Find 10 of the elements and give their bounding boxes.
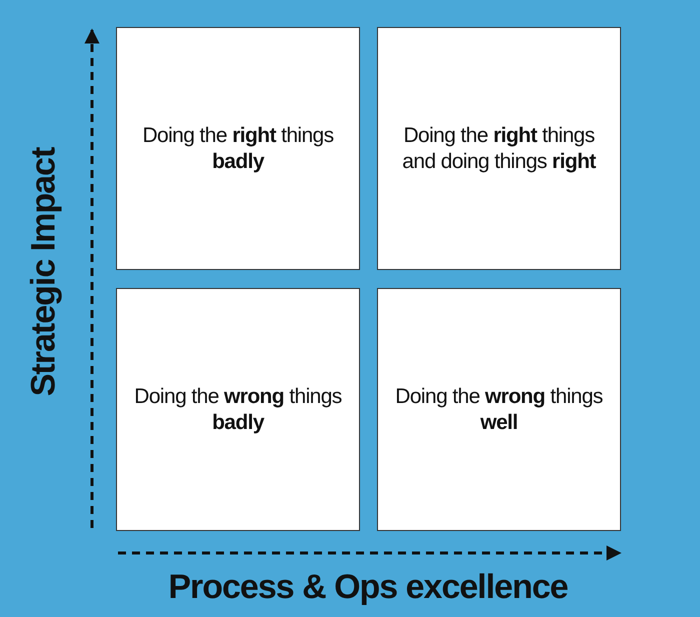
axis-label: Strategic Impact: [24, 148, 64, 396]
quadrant-text: Doing the right things and doing things right: [401, 123, 597, 174]
quadrant-text: Doing the wrong things badly: [133, 384, 343, 435]
quadrant-box: [377, 288, 621, 531]
quadrant-text: Doing the wrong things well: [394, 384, 604, 435]
quadrant-text: Doing the right things badly: [141, 123, 335, 174]
quadrant-box: [116, 288, 360, 531]
quadrant-box: [116, 27, 360, 270]
quadrant-box: [377, 27, 621, 270]
axis-label: Process & Ops excellence: [168, 568, 568, 607]
